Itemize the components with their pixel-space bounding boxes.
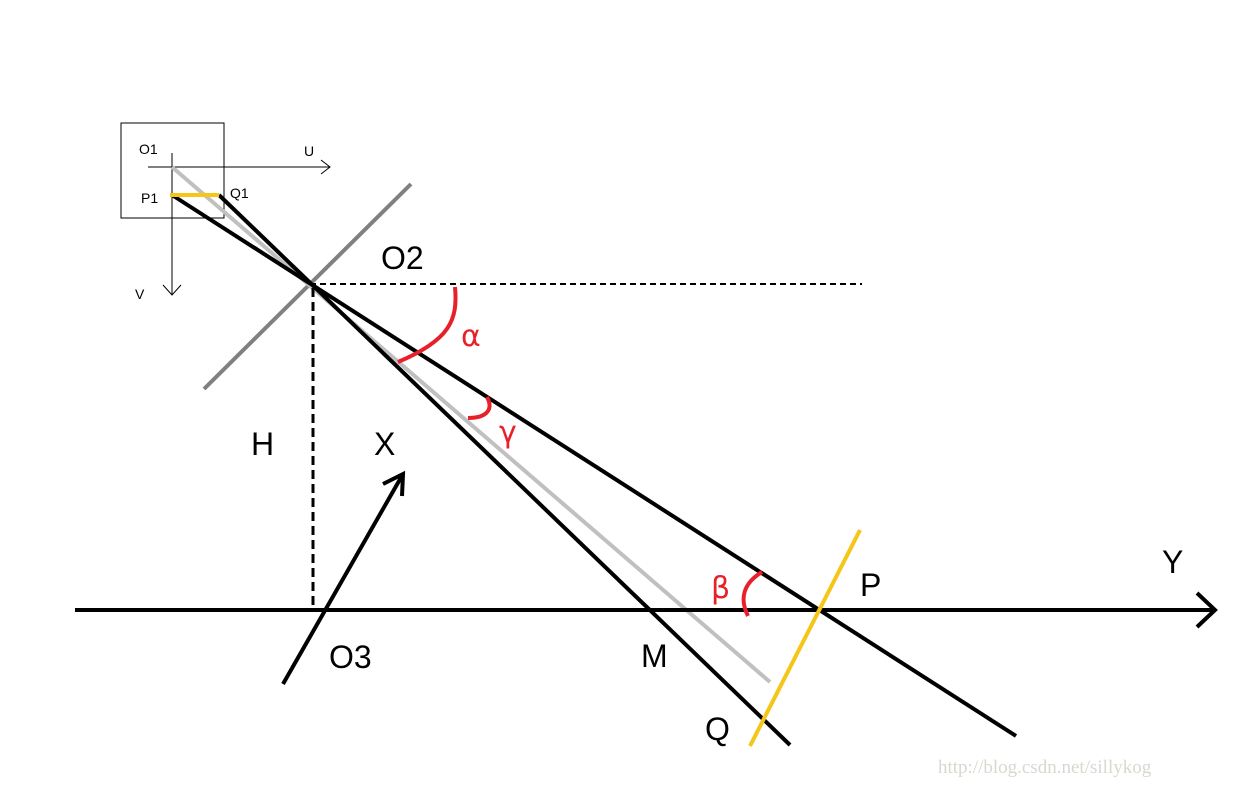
u-axis bbox=[148, 159, 331, 175]
label-gamma: γ bbox=[499, 415, 517, 450]
label-beta: β bbox=[711, 571, 730, 606]
watermark: http://blog.csdn.net/sillykog bbox=[938, 757, 1152, 778]
alpha-arc bbox=[397, 286, 458, 364]
ray-q1-q bbox=[217, 193, 792, 747]
label-v: V bbox=[135, 286, 145, 302]
label-y: Y bbox=[1162, 544, 1183, 580]
label-u: U bbox=[304, 143, 314, 159]
segment-p-q bbox=[748, 529, 862, 747]
label-m: M bbox=[641, 638, 668, 674]
label-p: P bbox=[860, 567, 881, 603]
beta-arc bbox=[741, 570, 764, 617]
y-axis bbox=[75, 591, 1218, 629]
label-p1: P1 bbox=[141, 190, 158, 206]
label-o2: O2 bbox=[381, 240, 424, 276]
x-axis-arrow bbox=[281, 470, 406, 685]
label-o1: O1 bbox=[139, 141, 158, 157]
label-q1: Q1 bbox=[230, 185, 249, 201]
mirror-line bbox=[202, 182, 413, 391]
label-alpha: α bbox=[461, 319, 481, 354]
label-x: X bbox=[374, 426, 395, 462]
label-o3: O3 bbox=[329, 639, 372, 675]
gamma-arc bbox=[467, 396, 492, 420]
v-axis bbox=[162, 153, 182, 296]
label-q: Q bbox=[705, 711, 730, 747]
optical-axis-line bbox=[170, 165, 772, 684]
label-h: H bbox=[251, 426, 274, 462]
